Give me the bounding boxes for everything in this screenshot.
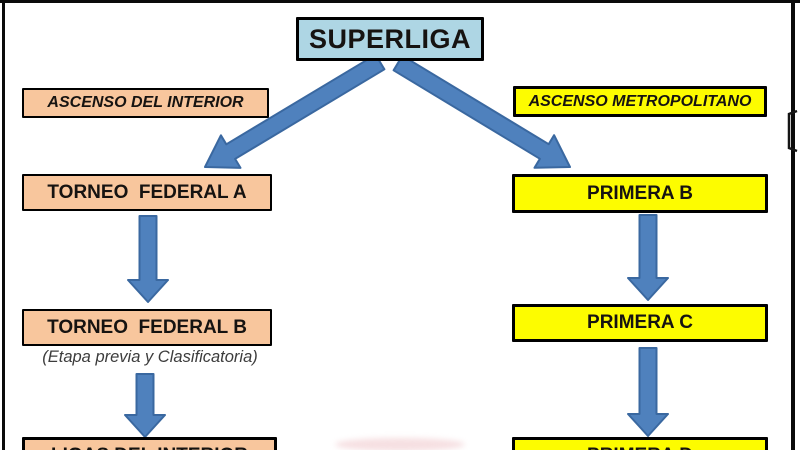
etapa-previa-caption: (Etapa previa y Clasificatoria) (42, 348, 258, 366)
frame-border-top (0, 0, 800, 3)
arrow-federal-a-to-federal-b (127, 215, 169, 303)
primera-d-box: PRIMERA D (512, 437, 768, 450)
arrow-primera-c-to-primera-d (627, 347, 669, 437)
frame-border-left (2, 0, 5, 450)
arrow-primera-b-to-primera-c (627, 214, 669, 301)
primera-b-box: PRIMERA B (512, 174, 768, 213)
superliga-box: SUPERLIGA (296, 17, 484, 61)
ascenso-metropolitano-label: ASCENSO METROPOLITANO (513, 86, 767, 117)
frame-border-right (791, 0, 795, 450)
torneo-federal-b-box: TORNEO FEDERAL B (22, 309, 272, 346)
ligas-del-interior-box: LIGAS DEL INTERIOR (22, 437, 277, 450)
ascenso-del-interior-label: ASCENSO DEL INTERIOR (22, 88, 269, 118)
faint-pink-artifact (335, 438, 465, 450)
arrow-federal-b-to-ligas (124, 373, 166, 438)
torneo-federal-a-box: TORNEO FEDERAL A (22, 174, 272, 211)
primera-c-box: PRIMERA C (512, 304, 768, 342)
